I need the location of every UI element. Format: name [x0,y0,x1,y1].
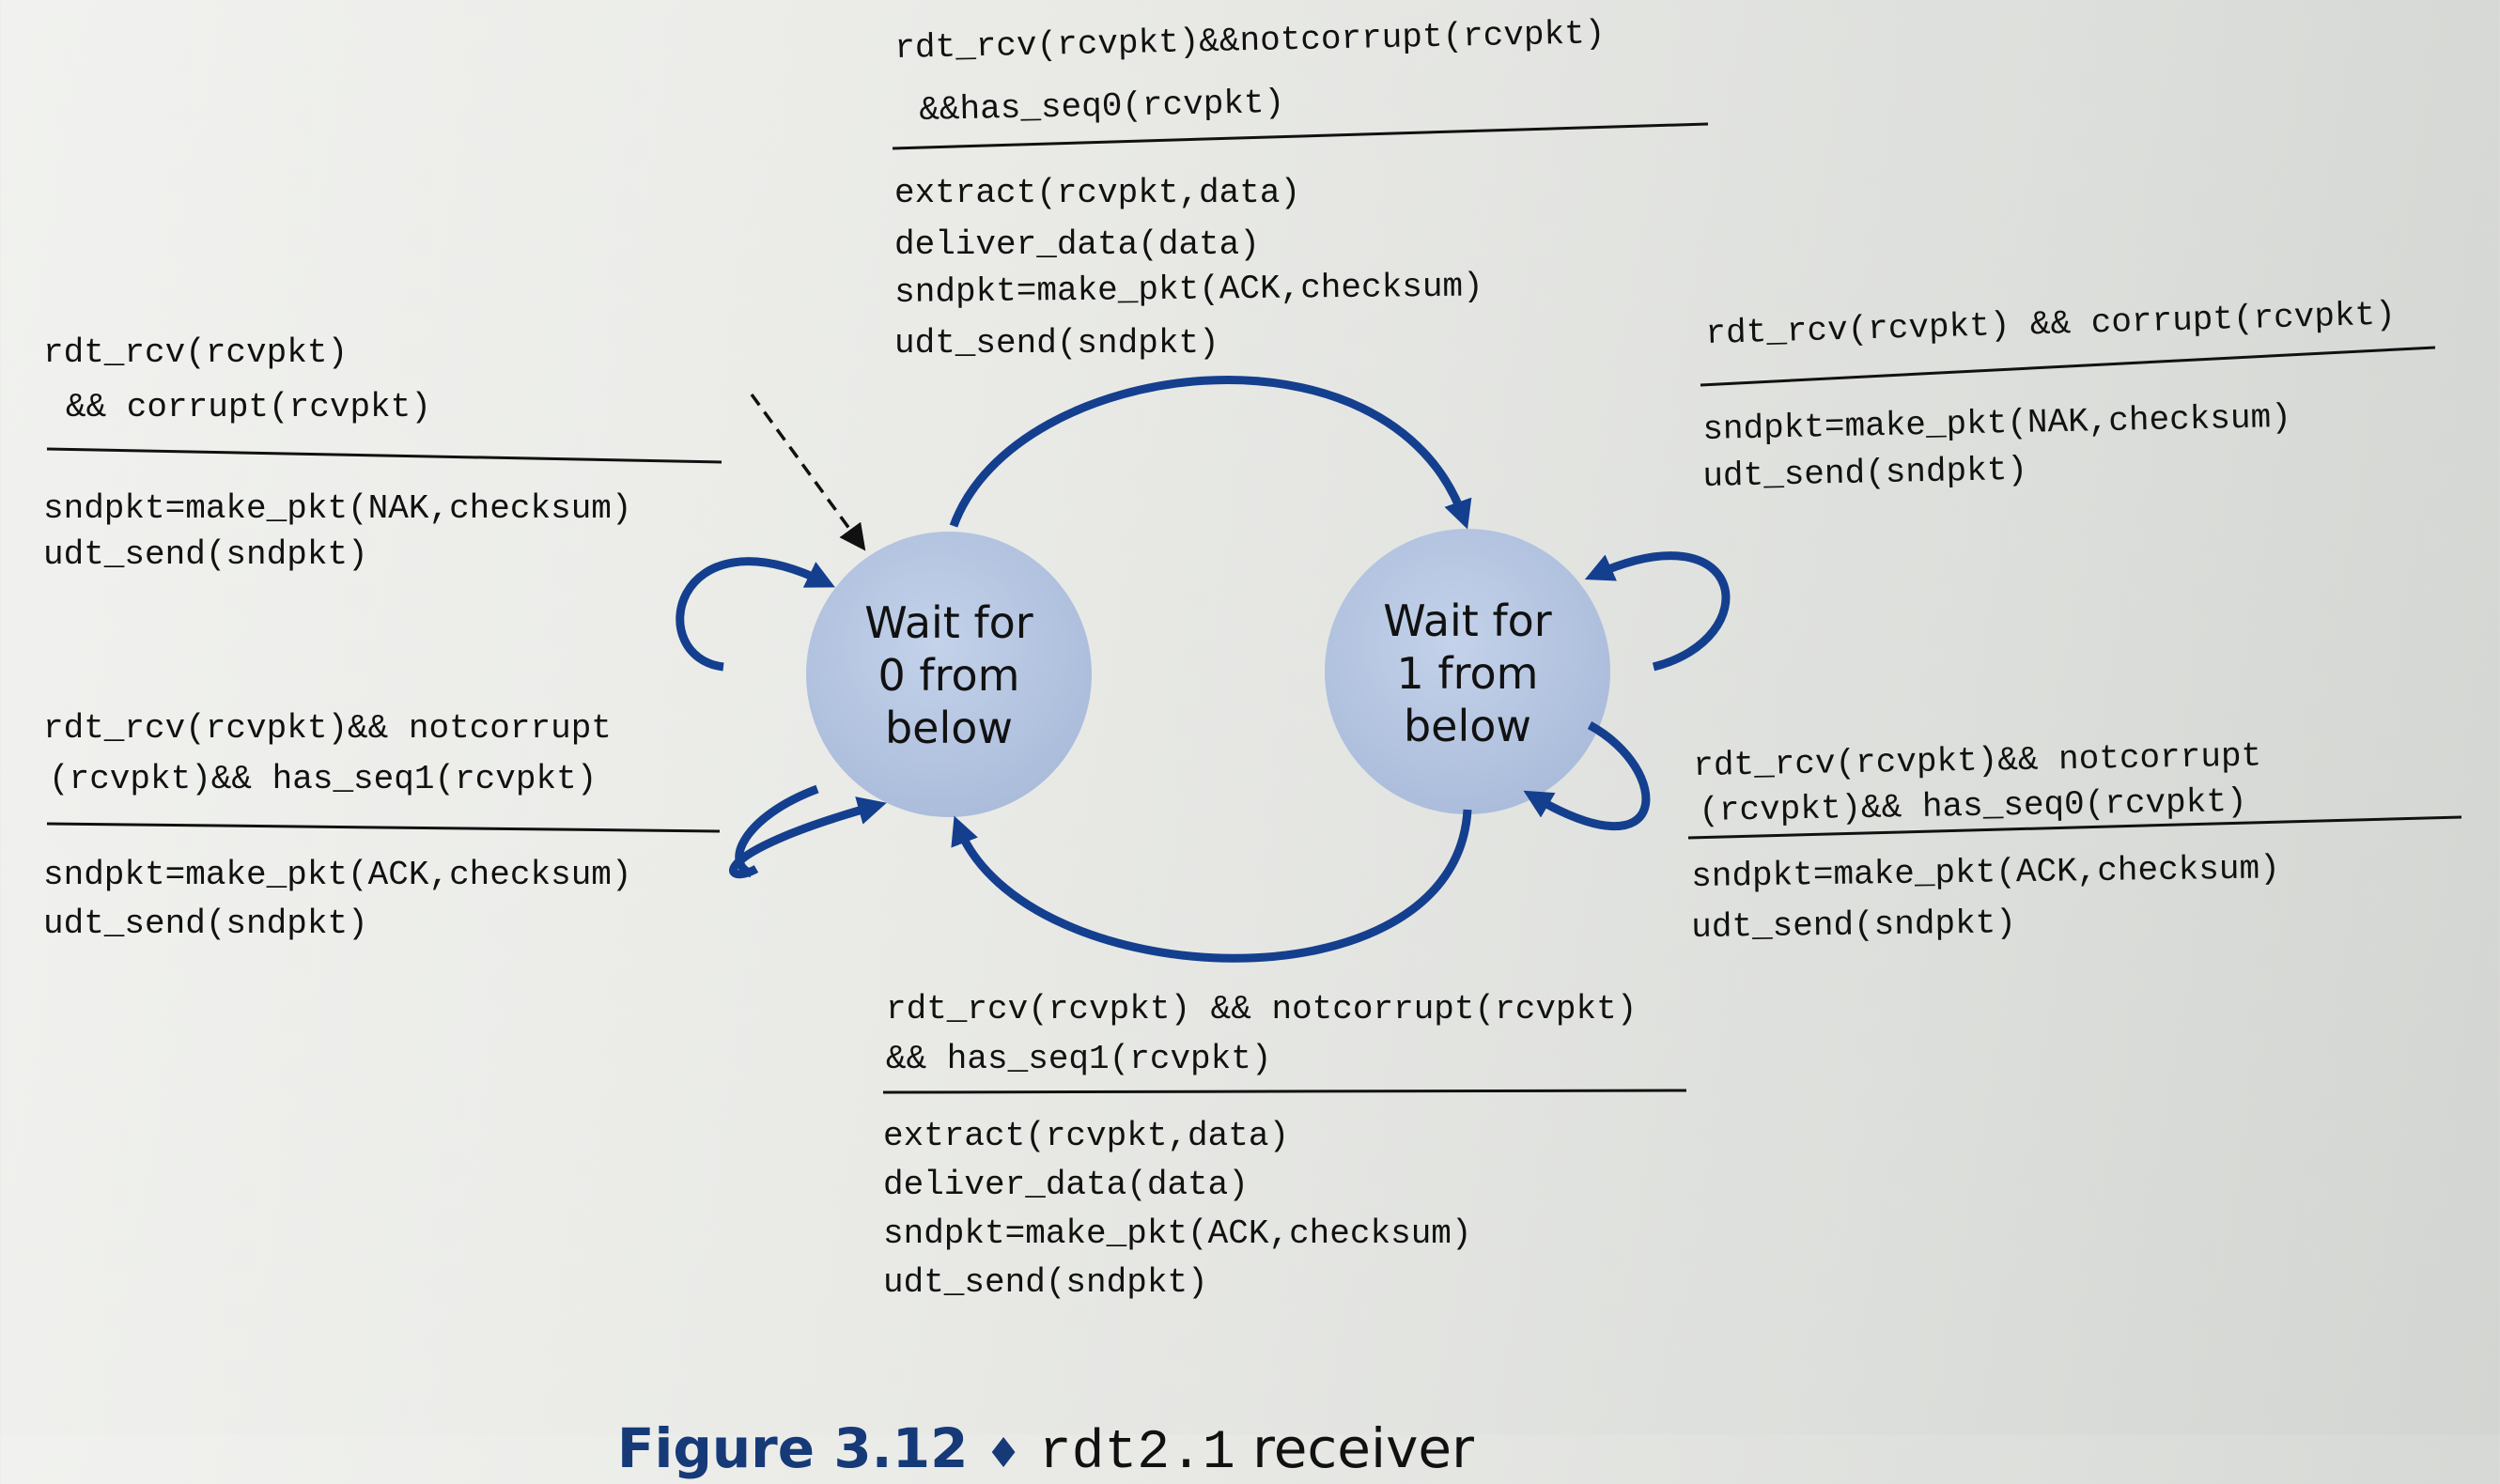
bottom-action-line-4: udt_send(sndpkt) [883,1263,1208,1302]
state-label-line: Wait for [864,597,1033,648]
state-circle-wait-0 [806,532,1092,817]
arrow-self-loop-s1-lower [1523,721,1651,831]
state-label-line: 0 from [877,650,1020,701]
top-event-line-2: &&has_seq0(rcvpkt) [918,83,1285,130]
separator-left-upper [46,447,722,464]
top-action-line-3: sndpkt=make_pkt(ACK,checksum) [893,267,1483,312]
arrow-bottom-transition [951,809,1472,963]
state-label-line: below [1403,701,1532,751]
arrow-self-loop-s0-upper [675,557,835,672]
left-lower-action-line-1: sndpkt=make_pkt(ACK,checksum) [43,856,632,894]
state-label-wait-0: Wait for 0 from below [808,596,1090,754]
arrow-self-loop-s1-upper [1584,551,1731,672]
state-label-line: Wait for [1383,595,1552,646]
right-lower-action-line-1: sndpkt=make_pkt(ACK,checksum) [1690,849,2280,896]
bottom-event-line-2: && has_seq1(rcvpkt) [886,1040,1272,1078]
caption-code: rdt2.1 [1038,1423,1235,1484]
top-action-line-2: deliver_data(data) [894,225,1260,264]
caption-word: receiver [1252,1416,1474,1480]
left-upper-action-line-1: sndpkt=make_pkt(NAK,checksum) [43,489,632,528]
left-upper-event-line-1: rdt_rcv(rcvpkt) [43,333,349,372]
left-lower-event-line-2: (rcvpkt)&& has_seq1(rcvpkt) [49,760,598,798]
bottom-event-line-1: rdt_rcv(rcvpkt) && notcorrupt(rcvpkt) [886,990,1638,1028]
bottom-action-line-1: extract(rcvpkt,data) [883,1117,1290,1155]
right-upper-action-line-2: udt_send(sndpkt) [1701,450,2028,496]
bottom-action-line-2: deliver_data(data) [883,1166,1249,1204]
right-lower-action-line-2: udt_send(sndpkt) [1690,904,2017,947]
figure-number: Figure 3.12 [616,1416,969,1480]
state-circle-wait-1 [1325,529,1610,814]
arrow-self-loop-s0-lower [729,796,887,879]
state-label-wait-1: Wait for 1 from below [1327,595,1608,752]
separator-bottom [882,1089,1687,1094]
state-diagram [46,122,2462,1094]
left-upper-action-line-2: udt_send(sndpkt) [43,535,368,574]
left-lower-action-line-2: udt_send(sndpkt) [43,904,368,943]
diamond-icon: ♦ [985,1430,1022,1477]
right-lower-event-line-1: rdt_rcv(rcvpkt)&& notcorrupt [1692,736,2262,785]
state-label-line: 1 from [1396,648,1539,699]
top-action-line-1: extract(rcvpkt,data) [894,174,1301,212]
left-upper-event-line-2: && corrupt(rcvpkt) [66,388,431,426]
separator-top [892,122,1709,150]
left-lower-event-line-1: rdt_rcv(rcvpkt)&& notcorrupt [43,709,612,748]
right-lower-event-line-2: (rcvpkt)&& has_seq0(rcvpkt) [1698,781,2247,830]
state-label-line: below [884,703,1014,753]
separator-left-lower [46,822,721,833]
separator-right-lower [1687,815,2462,840]
arrow-self-loop-s0-lower-tail [735,784,819,878]
separator-right-upper [1700,346,2436,387]
figure-caption: Figure 3.12 ♦ rdt2.1 receiver [582,1353,1474,1484]
initial-state-arrow [750,393,866,551]
arrow-top-transition [949,376,1472,530]
bottom-action-line-3: sndpkt=make_pkt(ACK,checksum) [883,1214,1472,1253]
top-action-line-4: udt_send(sndpkt) [894,324,1219,363]
